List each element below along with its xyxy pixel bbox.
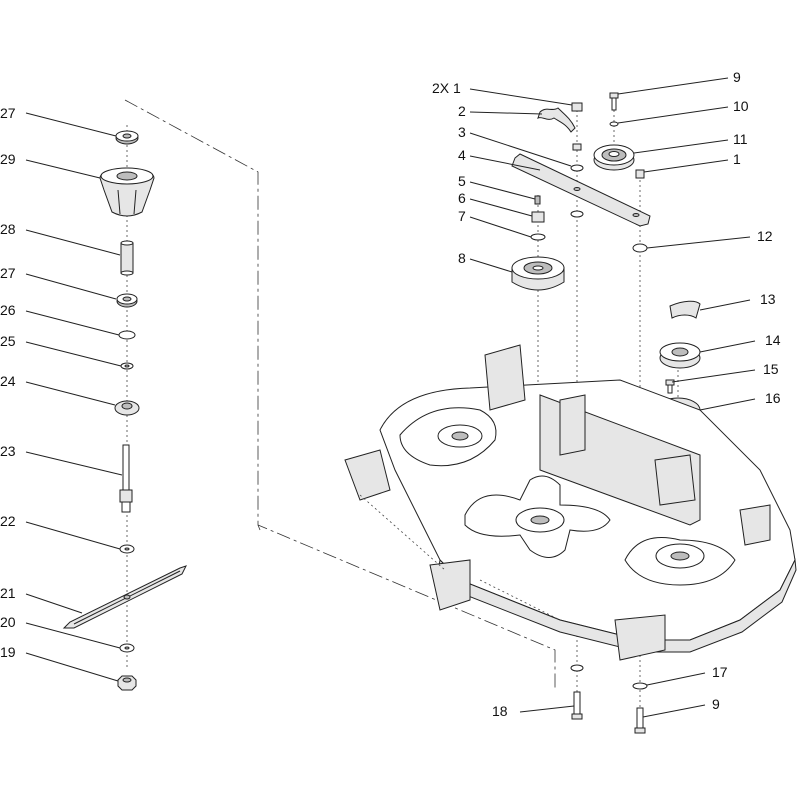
- deck-hanger-front-right: [614, 614, 666, 661]
- spindle-pulley: [511, 256, 565, 291]
- deck-opening-center: [464, 475, 611, 558]
- idler-pulley: [593, 144, 635, 171]
- callout-26: 26: [0, 302, 16, 318]
- washer-arm-under: [570, 210, 584, 218]
- bolt-18: [570, 664, 584, 720]
- callout-15: 15: [763, 361, 779, 377]
- callout-27-bottom: 27: [0, 265, 16, 281]
- bolt-9-top: [609, 92, 619, 111]
- callout-13: 13: [760, 291, 776, 307]
- callout-10: 10: [733, 98, 749, 114]
- callout-28: 28: [0, 221, 16, 237]
- callout-29: 29: [0, 151, 16, 167]
- bearing-bottom: [116, 293, 138, 308]
- belt-guide: [669, 300, 701, 319]
- washer-22: [119, 544, 135, 554]
- deck-hanger-left: [344, 449, 391, 501]
- callout-1: 1: [733, 151, 741, 167]
- spindle-group-boundary-lower: [257, 524, 261, 531]
- callout-22: 22: [0, 513, 16, 529]
- deck-dash-1: [359, 494, 446, 571]
- idler-hardware: [511, 92, 701, 734]
- deck-hanger-front: [429, 559, 471, 611]
- callout-24: 24: [0, 373, 16, 389]
- callout-11: 11: [733, 131, 748, 147]
- washer-25: [120, 362, 134, 370]
- callout-7: 7: [458, 208, 466, 224]
- callout-9-top: 9: [733, 69, 741, 85]
- nut-19: [117, 675, 137, 691]
- mower-blade: [62, 565, 187, 629]
- deck-bracket-rear: [484, 344, 526, 411]
- deck-hanger-side: [739, 504, 771, 546]
- washer-12: [632, 243, 648, 253]
- grease-fitting: [534, 195, 541, 205]
- callout-9-bottom: 9: [712, 696, 720, 712]
- snap-ring: [118, 330, 136, 340]
- deck-opening-left: [399, 407, 497, 467]
- callout-4: 4: [458, 147, 466, 163]
- nut-6: [531, 211, 545, 223]
- callout-25: 25: [0, 333, 16, 349]
- callout-18: 18: [492, 703, 508, 719]
- deck-bracket-mid: [559, 394, 586, 456]
- spindle-housing: [99, 167, 155, 217]
- pulley-14: [659, 342, 701, 369]
- bolt-9-bottom: [634, 707, 646, 734]
- callout-27-top: 27: [0, 105, 16, 121]
- washer-17: [632, 682, 648, 690]
- callout-3: 3: [458, 124, 466, 140]
- nut-1-top: [571, 102, 583, 112]
- callout-5: 5: [458, 173, 466, 189]
- callout-23: 23: [0, 443, 16, 459]
- callout-2x1: 2X 1: [432, 80, 461, 96]
- washer-7: [530, 233, 546, 241]
- callout-19: 19: [0, 644, 16, 660]
- spacer-tube: [120, 240, 134, 276]
- spindle-assembly: [62, 125, 187, 691]
- spacer-small: [572, 143, 582, 151]
- washer-20: [119, 643, 135, 653]
- deck-bracket-right: [654, 454, 696, 506]
- idler-spring: [537, 107, 576, 133]
- washer-3: [570, 164, 584, 172]
- callout-12: 12: [757, 228, 773, 244]
- callout-16: 16: [765, 390, 781, 406]
- bolt-15: [665, 379, 675, 394]
- callout-2: 2: [458, 103, 466, 119]
- callout-20: 20: [0, 614, 16, 630]
- spindle-shaft: [119, 444, 133, 513]
- callout-6: 6: [458, 190, 466, 206]
- seal: [114, 400, 140, 416]
- callout-17: 17: [712, 664, 728, 680]
- callout-14: 14: [765, 332, 781, 348]
- mower-deck: [344, 344, 797, 661]
- washer-10: [609, 121, 619, 127]
- leader-lines: [25, 77, 756, 718]
- deck-opening-right: [624, 537, 736, 586]
- idler-arm: [511, 153, 651, 227]
- bearing-top: [115, 130, 139, 145]
- callout-8: 8: [458, 250, 466, 266]
- callout-21: 21: [0, 585, 16, 601]
- nut-1-right: [635, 169, 645, 179]
- callout-labels: 27 29 28 27 26 25 24 23 22 21 20 19 2X 1…: [0, 69, 781, 719]
